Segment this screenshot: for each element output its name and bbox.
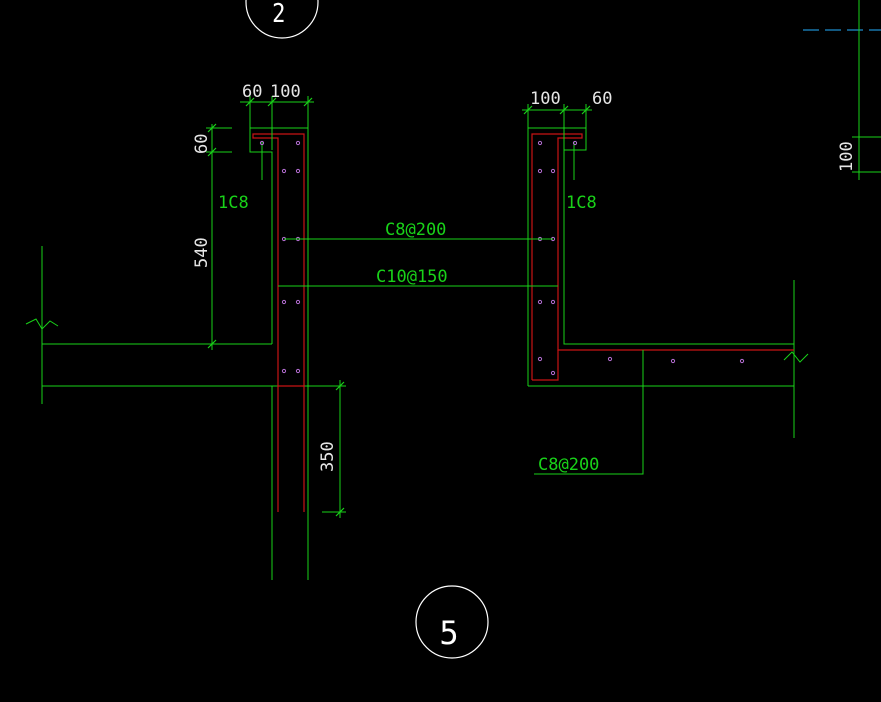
left-vert-dim-ticks [207,123,217,349]
rebar-dot [550,299,556,305]
right-rebar-label-c8-200: C8@200 [538,455,599,475]
callout-top-circle [245,0,319,39]
left-350-ticks [335,381,345,517]
left-rebar-label-1c8: 1C8 [218,193,249,213]
rebar-dot [281,299,287,305]
right-rebar-label-1c8: 1C8 [566,193,597,213]
rebar-dot [670,358,676,364]
right-rebar-dots [537,140,745,376]
rebar-dot [295,140,301,146]
left-break-symbol [25,318,59,330]
rebar-dot [550,168,556,174]
far-right-fragment: 100 [803,0,881,180]
rebar-dot [537,356,543,362]
rebar-dot [295,168,301,174]
right-rebar-outer [531,133,794,380]
rebar-dot [295,368,301,374]
right-rebar-inner [532,350,559,381]
left-dim-vert-60: 60 [192,134,212,154]
right-break-symbol [783,351,809,363]
rebar-dot [550,370,556,376]
right-wall-section: 100 60 1C8 C8@200 [522,89,809,475]
right-dim-60: 60 [592,89,612,109]
right-dim-100: 100 [530,89,561,109]
right-bottom-leader [534,350,644,475]
connecting-bars: C8@200 C10@150 [278,220,558,287]
rebar-dot [295,299,301,305]
left-top-dim-ticks [245,97,313,107]
label-c8-200-top: C8@200 [385,220,446,240]
rebar-dot [607,356,613,362]
left-dim-100: 100 [270,82,301,102]
far-right-dim-100: 100 [837,141,857,172]
left-wall-outline-green [250,127,309,386]
rebar-dot [259,140,265,146]
left-wall-section: 60 100 60 540 1C8 350 [25,82,346,580]
callout-top-number: 2 [272,0,285,28]
rebar-dot [739,358,745,364]
callout-top: 2 [245,0,319,39]
left-rebar-dots [259,140,301,374]
rebar-dot [281,368,287,374]
left-wall-top-green [249,128,273,344]
rebar-dot [537,168,543,174]
right-wall-outline-green [527,127,794,386]
label-c10-150: C10@150 [376,267,448,287]
callout-bottom-number: 5 [439,614,458,652]
rebar-dot [537,299,543,305]
right-top-dim-ticks [523,105,591,115]
callout-bottom-circle [415,585,489,659]
left-dim-350: 350 [318,441,338,472]
callout-bottom: 5 [415,585,489,659]
left-rebar-outer [252,133,305,512]
rebar-dot [537,140,543,146]
rebar-dot [572,140,578,146]
left-dim-60: 60 [242,82,262,102]
left-dim-540: 540 [192,237,212,268]
rebar-dot [281,168,287,174]
